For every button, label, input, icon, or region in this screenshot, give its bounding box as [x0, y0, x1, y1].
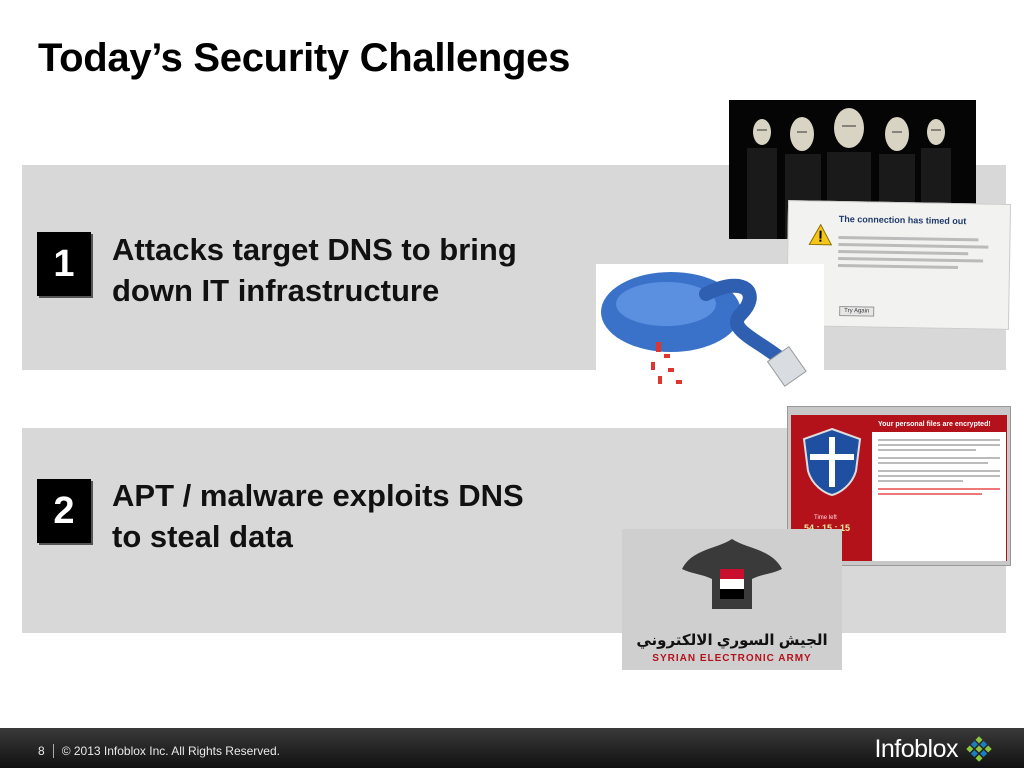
footer-bar: 8 © 2013 Infoblox Inc. All Rights Reserv…: [0, 728, 1024, 768]
ransom-timer: 54 : 15 : 15: [804, 523, 851, 533]
challenge-text-1: Attacks target DNS to bring down IT infr…: [112, 229, 582, 311]
sea-arabic-text: الجيش السوري الالكتروني: [636, 632, 828, 649]
challenge-text-2-line2: to steal data: [112, 519, 293, 554]
challenge-text-2: APT / malware exploits DNS to steal data: [112, 475, 582, 557]
syrian-electronic-army-image: الجيش السوري الالكتروني SYRIAN ELECTRONI…: [622, 529, 842, 670]
timeout-heading: The connection has timed out: [838, 213, 967, 227]
ransom-timer-label: Time left: [814, 515, 837, 521]
number-badge-2: 2: [37, 479, 91, 543]
copyright-text: © 2013 Infoblox Inc. All Rights Reserved…: [61, 744, 280, 758]
eagle-emblem-icon: [682, 539, 782, 609]
timeout-body: [837, 232, 999, 274]
ransom-message-panel: Your personal files are encrypted!: [872, 417, 1006, 561]
slide-title: Today’s Security Challenges: [38, 36, 571, 80]
footer-info: 8 © 2013 Infoblox Inc. All Rights Reserv…: [38, 744, 280, 758]
number-badge-1: 1: [37, 232, 91, 296]
masked-figures-icon: [747, 108, 951, 239]
shield-icon: [802, 427, 862, 497]
sea-caption: SYRIAN ELECTRONIC ARMY: [652, 653, 812, 664]
ransom-heading: Your personal files are encrypted!: [872, 417, 1006, 432]
warning-icon: [808, 223, 833, 246]
challenge-text-1-line1: Attacks target DNS to bring: [112, 232, 517, 267]
ransomware-image: Time left 54 : 15 : 15 Your personal fil…: [787, 406, 1011, 566]
network-cable-icon: [601, 272, 807, 387]
footer-separator: [52, 744, 54, 758]
brand-name: Infoblox: [874, 734, 958, 763]
connection-timeout-image: The connection has timed out Try Again: [785, 200, 1012, 330]
page-number: 8: [38, 744, 45, 758]
knotted-cable-image: [596, 264, 824, 393]
try-again-button: Try Again: [839, 305, 875, 317]
challenge-text-2-line1: APT / malware exploits DNS: [112, 478, 524, 513]
challenge-text-1-line2: down IT infrastructure: [112, 273, 440, 308]
infoblox-diamond-icon: [966, 736, 992, 762]
infoblox-logo: Infoblox: [874, 734, 994, 764]
